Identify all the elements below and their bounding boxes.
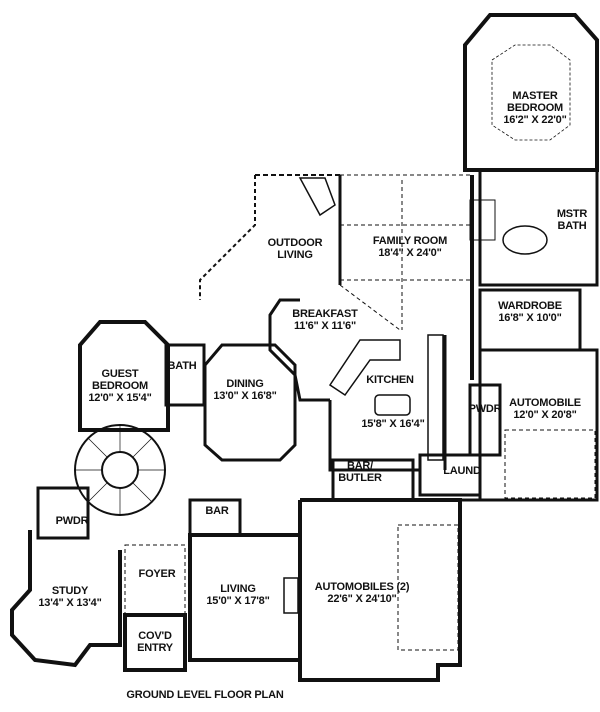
room-name: BATH <box>167 360 197 372</box>
room-name: WARDROBE <box>498 300 562 312</box>
room-name: MASTER <box>512 90 558 102</box>
room-label-bath: BATH <box>168 360 197 372</box>
room-label-outdoor-living: OUTDOOR LIVING <box>268 237 323 261</box>
room-label-family-room: FAMILY ROOM 18'4" X 24'0" <box>373 235 447 259</box>
room-size: 11'6" X 11'6" <box>293 320 356 332</box>
wall-dining <box>203 343 297 462</box>
inner-octagon-master <box>491 44 571 141</box>
room-size: 16'2" X 22'0" <box>503 114 567 126</box>
room-label-study: STUDY 13'4" X 13'4" <box>38 585 101 609</box>
room-name: STUDY <box>51 585 89 597</box>
kitchen-counter <box>328 339 401 397</box>
room-label-automobile: AUTOMOBILE 12'0" X 20'8" <box>509 397 581 421</box>
room-name: KITCHEN <box>366 374 414 386</box>
room-label-mstr-bath: MSTR BATH <box>556 208 588 232</box>
room-label-kitchen-size: 15'8" X 16'4" <box>361 418 424 430</box>
wall-covd-entry <box>123 613 187 672</box>
room-name: COV'D <box>138 630 172 642</box>
room-label-dining: DINING 13'0" X 16'8" <box>213 378 276 402</box>
room-name: GUEST <box>101 368 139 380</box>
room-name: FOYER <box>138 568 176 580</box>
room-name: OUTDOOR <box>267 237 323 249</box>
room-label-wardrobe: WARDROBE 16'8" X 10'0" <box>498 300 562 324</box>
room-name: AUTOMOBILES (2) <box>314 581 410 593</box>
room-name: MSTR <box>556 208 588 220</box>
room-size: 15'8" X 16'4" <box>361 418 425 430</box>
wall-master-bedroom <box>463 13 599 172</box>
room-size: 15'0" X 17'8" <box>206 595 270 607</box>
room-size: 22'6" X 24'10" <box>327 593 397 605</box>
room-label-automobiles-2: AUTOMOBILES (2) 22'6" X 24'10" <box>315 581 410 605</box>
room-name: BATH <box>557 220 587 232</box>
wall-automobile <box>478 348 599 502</box>
room-name: DINING <box>226 378 264 390</box>
room-name: ENTRY <box>137 642 173 654</box>
wall-breakfast <box>268 298 330 402</box>
bathtub-icon <box>502 225 548 255</box>
room-size: 16'8" X 10'0" <box>498 312 562 324</box>
room-label-living: LIVING 15'0" X 17'8" <box>206 583 269 607</box>
room-name: FAMILY ROOM <box>372 235 448 247</box>
wall-pwdr-left <box>36 486 90 540</box>
room-size: 18'4" X 24'0" <box>378 247 442 259</box>
room-size: 12'0" X 15'4" <box>88 392 152 404</box>
room-label-covd-entry: COV'D ENTRY <box>137 630 173 654</box>
wall-kitchen <box>328 400 420 472</box>
room-name: BAR/ <box>346 460 374 472</box>
room-name: BAR <box>205 505 229 517</box>
wall-laund <box>418 453 482 497</box>
room-label-laund: LAUND <box>443 465 481 477</box>
room-label-bar: BAR <box>205 505 228 517</box>
room-name: BEDROOM <box>91 380 149 392</box>
room-name: LAUND <box>443 465 481 477</box>
kitchen-island <box>374 394 411 416</box>
room-size: 12'0" X 20'8" <box>513 409 577 421</box>
room-name: BREAKFAST <box>292 308 358 320</box>
room-name: PWDR <box>55 515 89 527</box>
wall-foyer <box>124 544 186 616</box>
room-label-foyer: FOYER <box>139 568 176 580</box>
room-size: 13'0" X 16'8" <box>213 390 277 402</box>
wall-pwdr-right <box>468 383 502 457</box>
room-name: AUTOMOBILE <box>509 397 581 409</box>
wall-mstr-bath <box>478 168 599 287</box>
room-label-kitchen: KITCHEN <box>366 374 414 386</box>
wall-bath <box>164 343 206 407</box>
room-name: LIVING <box>277 249 313 261</box>
room-label-bar-butler: BAR/ BUTLER <box>338 460 382 484</box>
room-name: LIVING <box>220 583 256 595</box>
room-size: 13'4" X 13'4" <box>38 597 102 609</box>
room-label-master-bedroom: MASTER BEDROOM 16'2" X 22'0" <box>503 90 566 126</box>
room-name: PWDR <box>468 403 502 415</box>
wall-study <box>10 530 122 668</box>
room-name: BUTLER <box>338 472 382 484</box>
fireplace-outdoor <box>298 177 336 217</box>
room-label-guest-bedroom: GUEST BEDROOM 12'0" X 15'4" <box>88 368 151 404</box>
room-label-pwdr-left: PWDR <box>56 515 89 527</box>
room-label-pwdr-right: PWDR <box>469 403 502 415</box>
fireplace-living <box>283 577 299 614</box>
room-label-breakfast: BREAKFAST 11'6" X 11'6" <box>292 308 358 332</box>
plan-title: GROUND LEVEL FLOOR PLAN <box>126 689 284 701</box>
room-name: BEDROOM <box>506 102 564 114</box>
